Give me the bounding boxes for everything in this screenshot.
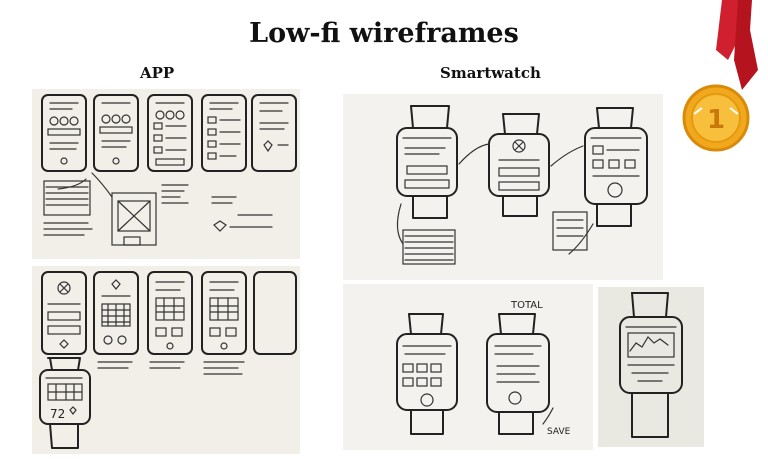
ribbon-icon [716, 0, 758, 90]
app-watch-reading: 72 [50, 407, 65, 421]
app-section-label: APP [140, 64, 175, 82]
watch-sketch-photo-inset [598, 287, 704, 447]
app-sketch-photo-top [32, 89, 300, 259]
watch-save-note: SAVE [547, 427, 571, 437]
smartwatch-section-label: Smartwatch [440, 64, 541, 82]
app-sketch-photo-bottom: 72 [32, 266, 300, 454]
watch-sketch-photo-bottom: TOTAL SAVE [343, 284, 593, 450]
watch-total-note: TOTAL [510, 300, 543, 311]
slide-title: Low-fi wireframes [249, 18, 519, 49]
medal-icon: 1 [672, 0, 768, 160]
watch-sketch-photo-top [343, 94, 663, 280]
svg-text:1: 1 [707, 105, 725, 135]
